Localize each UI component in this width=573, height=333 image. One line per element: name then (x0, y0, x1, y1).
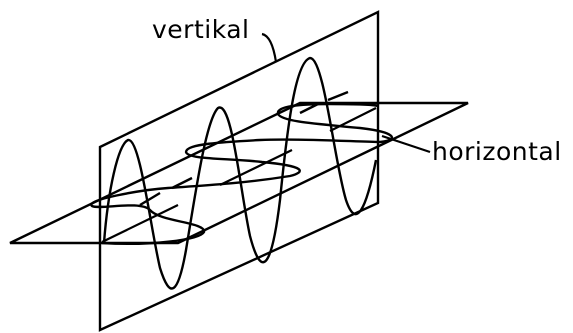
horizontal-label: horizontal (432, 137, 562, 166)
vertical-plane (98, 10, 380, 332)
horizontal-label-leader (381, 134, 431, 154)
propagation-axis (101, 107, 377, 243)
horizontal-wave (90, 102, 393, 245)
vertical-label-leader (261, 32, 278, 63)
hidden-axis-dashes (139, 90, 349, 207)
vertical-wave (102, 56, 378, 290)
vertical-label: vertikal (152, 15, 250, 44)
